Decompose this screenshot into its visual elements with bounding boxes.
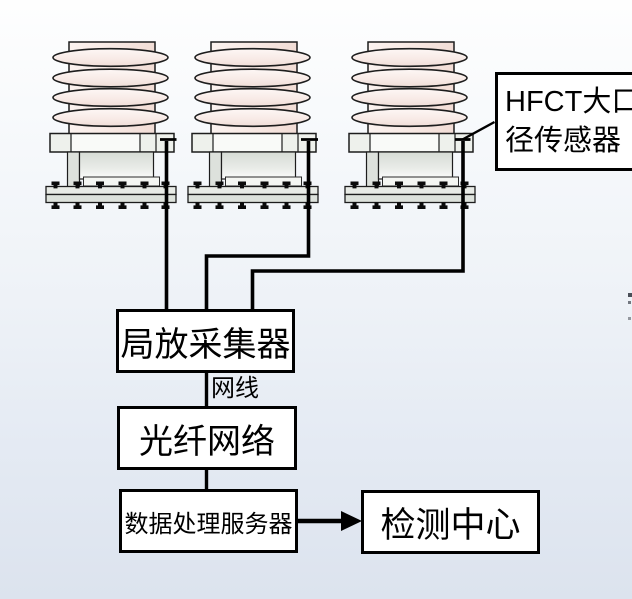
clipped-edge-artifact [628, 293, 632, 323]
cable-device3-to-collector [250, 141, 465, 310]
data-server-box: 数据处理服务器 [119, 489, 298, 553]
cable-device2-to-collector [204, 141, 311, 310]
clipped-edge-dot [628, 293, 632, 297]
insulator-device-3 [344, 41, 476, 210]
pd-collector-label: 局放采集器 [120, 325, 291, 364]
insulator-device-1 [45, 41, 177, 210]
fiber-network-label: 光纤网络 [139, 422, 275, 461]
clipped-edge-dot [628, 301, 631, 304]
sensor-cables [160, 120, 496, 524]
hfct-callout-line [461, 120, 496, 141]
data-server-label: 数据处理服务器 [124, 510, 293, 538]
net-cable-label: 网线 [211, 375, 259, 402]
hfct-label-line2: 径传感器 [505, 125, 622, 157]
hfct-label-line1: HFCT大口 [505, 86, 632, 118]
detection-center-label: 检测中心 [380, 505, 521, 545]
arrow-server-to-center-head [341, 511, 362, 531]
fiber-network-box: 光纤网络 [117, 406, 297, 470]
insulator-device-2 [187, 41, 319, 210]
clipped-edge-dot [628, 317, 631, 320]
hfct-sensor-label-box: HFCT大口 径传感器 [495, 72, 632, 171]
pd-collector-box: 局放采集器 [116, 309, 295, 373]
detection-center-box: 检测中心 [361, 490, 540, 554]
